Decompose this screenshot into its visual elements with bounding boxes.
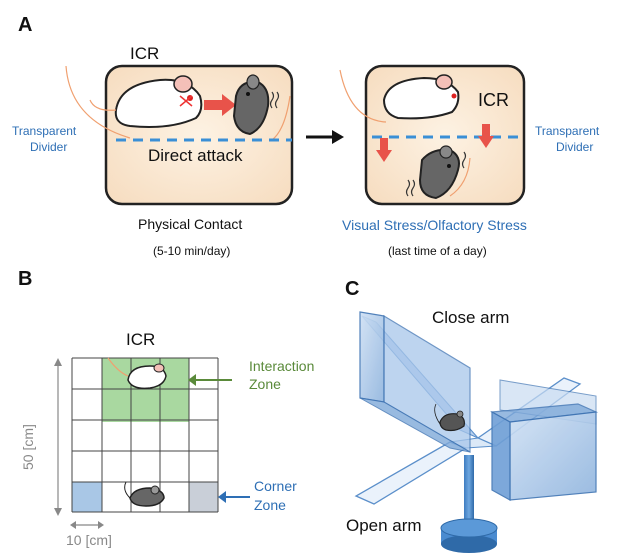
corner-zone-arrow (218, 491, 250, 503)
gray-mouse-grid (124, 481, 165, 507)
height-label: 50 [cm] (20, 424, 36, 470)
panel-label-b: B (18, 268, 33, 290)
cell-dimension-arrow (70, 521, 104, 529)
left-subcaption: (5-10 min/day) (153, 244, 231, 258)
panel-label-c: C (345, 278, 360, 300)
left-caption: Physical Contact (138, 216, 243, 232)
open-field-title: ICR (126, 330, 156, 349)
gray-mouse-right (405, 145, 467, 200)
panel-label-a: A (18, 14, 33, 36)
height-dimension-arrow (54, 358, 62, 516)
transition-arrow (306, 130, 344, 144)
attack-arrow (204, 94, 236, 116)
mouse-maze (434, 403, 465, 432)
corner-zone-label-2: Zone (254, 497, 286, 513)
icr-mouse-left (89, 75, 203, 128)
cell-size-label: 10 [cm] (66, 532, 112, 548)
right-divider-label-1: Transparent (535, 124, 600, 138)
interaction-zone-label-1: Interaction (249, 358, 315, 374)
interaction-zone-arrow (188, 374, 232, 386)
open-arm-label: Open arm (346, 516, 422, 535)
icr-mouse-grid (127, 363, 167, 390)
close-arm-label: Close arm (432, 308, 510, 327)
right-caption: Visual Stress/Olfactory Stress (342, 217, 527, 233)
right-divider-label-2: Divider (556, 140, 594, 154)
left-divider-label-2: Divider (30, 140, 68, 154)
corner-zone-label-1: Corner (254, 478, 297, 494)
direct-attack-label: Direct attack (148, 146, 243, 165)
interaction-zone-label-2: Zone (249, 376, 281, 392)
icr-mouse-right (382, 74, 460, 120)
stress-arrow-right (478, 124, 494, 148)
elevated-plus-maze (354, 311, 599, 553)
open-field-grid (71, 357, 219, 513)
stress-arrow-left (376, 138, 392, 162)
left-cage-title: ICR (130, 44, 160, 63)
left-divider-label-1: Transparent (12, 124, 77, 138)
gray-mouse-left (232, 74, 280, 136)
right-cage-title: ICR (478, 90, 509, 110)
right-subcaption: (last time of a day) (388, 244, 487, 258)
